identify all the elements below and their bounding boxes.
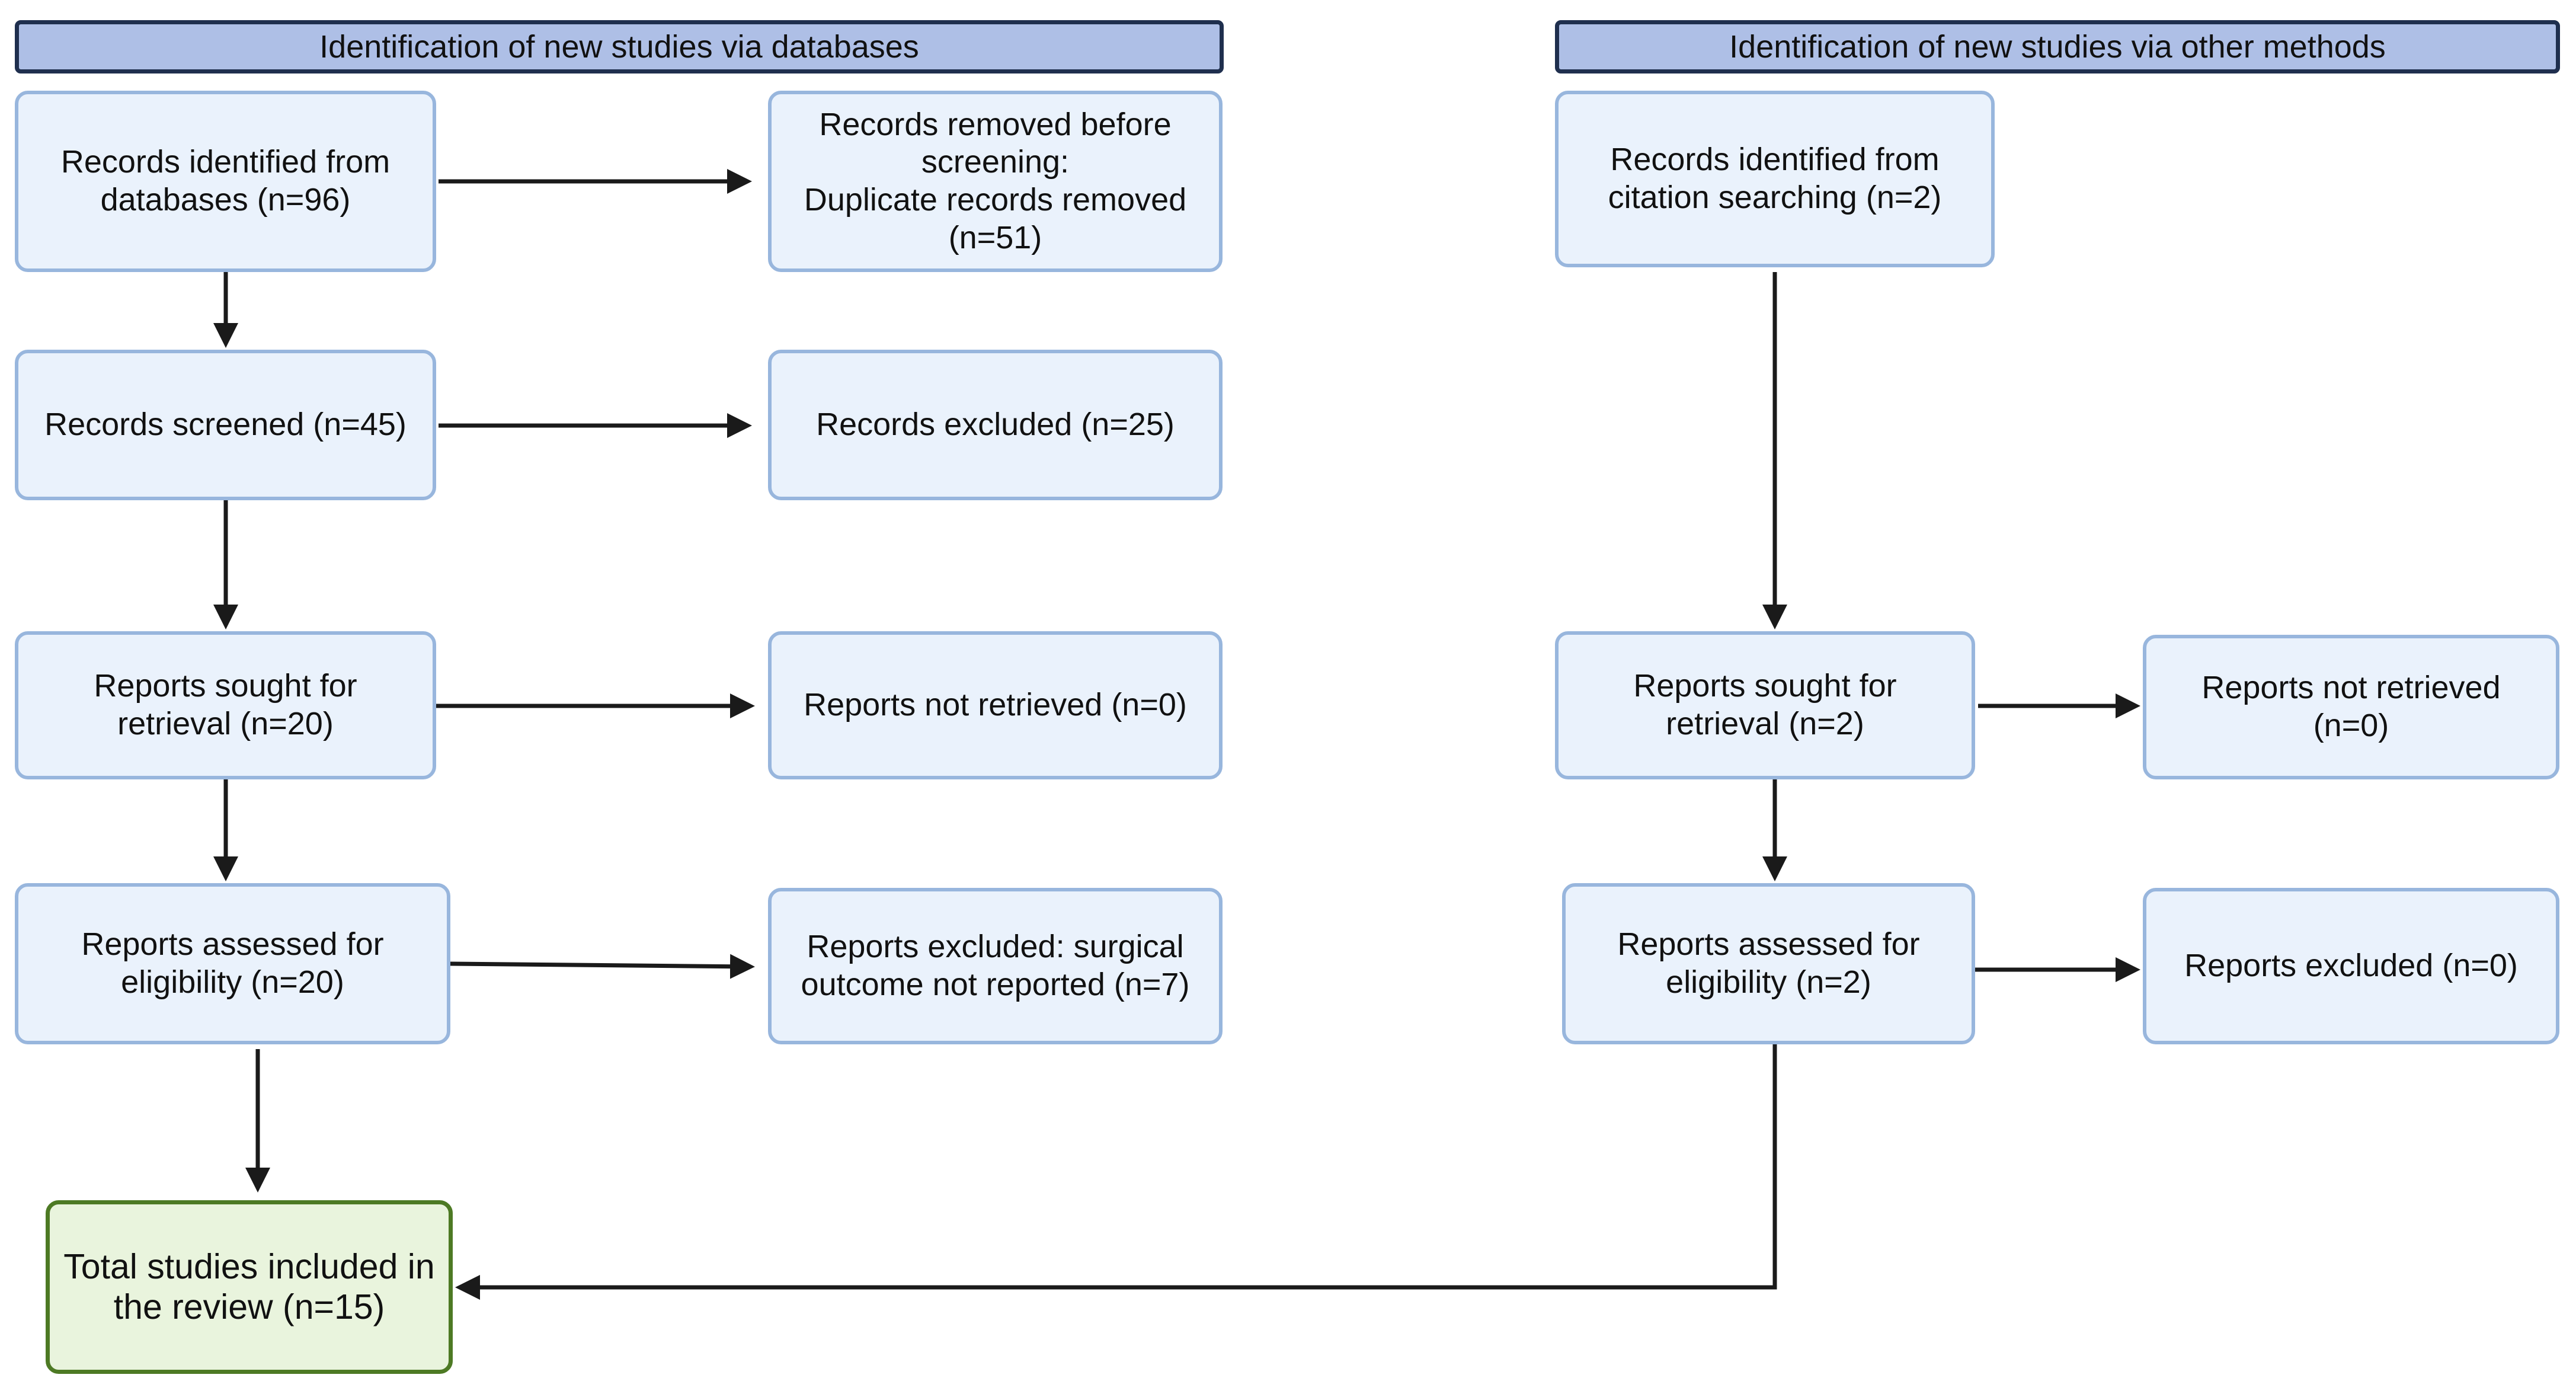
box-reports-sought: Reports sought for retrieval (n=20) — [15, 631, 436, 779]
box-reports-excluded: Reports excluded: surgical outcome not r… — [768, 888, 1223, 1044]
arrow-assessed-to-reports-excluded — [449, 954, 755, 979]
box-reports-assessed: Reports assessed for eligibility (n=20) — [15, 883, 450, 1044]
box-records-excluded-text: Records excluded (n=25) — [816, 407, 1175, 443]
box-other-reports-excluded: Reports excluded (n=0) — [2143, 888, 2559, 1044]
box-records-identified-citation: Records identified from citation searchi… — [1555, 91, 1995, 267]
box-records-removed: Records removed before screening: Duplic… — [768, 91, 1223, 272]
box-reports-assessed-text: Reports assessed for eligibility (n=20) — [81, 926, 384, 1000]
box-reports-not-retrieved-text: Reports not retrieved (n=0) — [804, 687, 1187, 723]
box-other-reports-assessed-text: Reports assessed for eligibility (n=2) — [1617, 926, 1920, 1000]
box-records-screened: Records screened (n=45) — [15, 350, 436, 500]
header-other-methods: Identification of new studies via other … — [1555, 20, 2560, 73]
box-other-reports-excluded-text: Reports excluded (n=0) — [2184, 948, 2518, 984]
box-total-included-text: Total studies included in the review (n=… — [63, 1247, 435, 1326]
box-other-reports-sought: Reports sought for retrieval (n=2) — [1555, 631, 1975, 779]
header-other-methods-label: Identification of new studies via other … — [1729, 29, 2386, 65]
box-records-identified-citation-text: Records identified from citation searchi… — [1608, 142, 1942, 215]
box-records-removed-text: Records removed before screening: Duplic… — [804, 106, 1187, 255]
box-other-reports-assessed: Reports assessed for eligibility (n=2) — [1562, 883, 1975, 1044]
box-records-identified-databases: Records identified from databases (n=96) — [15, 91, 436, 272]
box-records-screened-text: Records screened (n=45) — [44, 407, 407, 443]
header-databases-label: Identification of new studies via databa… — [319, 29, 919, 65]
box-other-reports-not-retrieved: Reports not retrieved (n=0) — [2143, 635, 2559, 779]
box-other-reports-not-retrieved-text: Reports not retrieved (n=0) — [2201, 670, 2501, 743]
box-records-excluded: Records excluded (n=25) — [768, 350, 1223, 500]
box-total-included: Total studies included in the review (n=… — [46, 1200, 453, 1374]
box-reports-not-retrieved: Reports not retrieved (n=0) — [768, 631, 1223, 779]
header-databases: Identification of new studies via databa… — [15, 20, 1224, 73]
box-other-reports-sought-text: Reports sought for retrieval (n=2) — [1633, 668, 1897, 741]
box-records-identified-databases-text: Records identified from databases (n=96) — [60, 144, 391, 218]
arrow-other-assessed-to-included — [455, 1044, 1777, 1300]
box-reports-excluded-text: Reports excluded: surgical outcome not r… — [801, 929, 1190, 1002]
box-reports-sought-text: Reports sought for retrieval (n=20) — [94, 668, 357, 741]
